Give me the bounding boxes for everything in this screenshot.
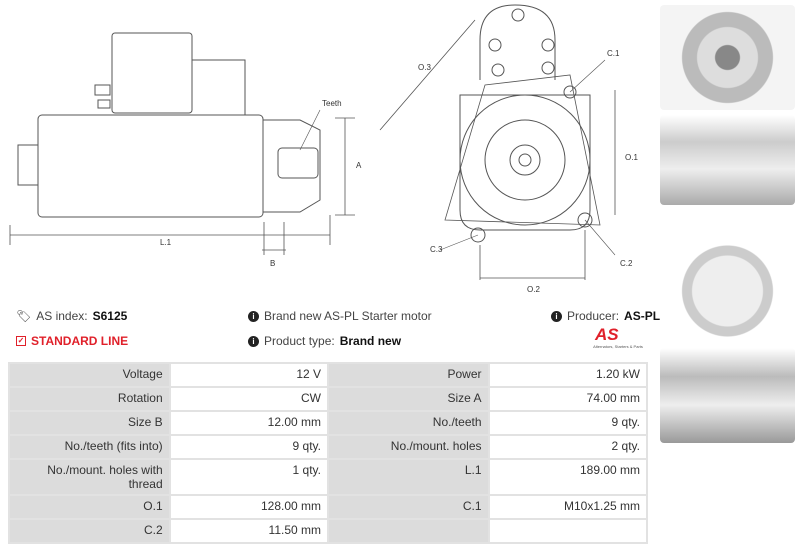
spec-value: 12 V	[168, 362, 330, 388]
spec-value	[487, 518, 648, 544]
front-view-drawing: O.3 O.1 O.2 C.1 C.2 C.3	[379, 4, 638, 294]
motor-body	[37, 114, 264, 218]
spec-label: Power	[327, 362, 490, 388]
product-type: i Product type: Brand new	[248, 334, 401, 348]
dim-l1-label: L.1	[160, 238, 172, 247]
spec-label: C.2	[8, 518, 171, 544]
spec-label: No./teeth (fits into)	[8, 434, 171, 460]
spec-label: Size B	[8, 410, 171, 436]
producer-value: AS-PL	[624, 309, 661, 323]
spec-value: 189.00 mm	[487, 458, 648, 496]
spec-value: 9 qty.	[487, 410, 648, 436]
side-view-drawing: Teeth A B L.1	[9, 32, 362, 268]
checkbox-icon: ✓	[16, 336, 26, 346]
spec-value: 11.50 mm	[168, 518, 330, 544]
product-photo-angle[interactable]	[660, 348, 795, 443]
info-icon: i	[248, 310, 259, 322]
spec-label: No./mount. holes with thread	[8, 458, 171, 496]
product-type-label: Product type:	[264, 334, 335, 348]
dim-c1-label: C.1	[607, 49, 620, 58]
spec-value: 128.00 mm	[168, 494, 330, 520]
teeth-label: Teeth	[322, 99, 342, 108]
info-icon: i	[248, 335, 259, 347]
spec-value: 1 qty.	[168, 458, 330, 496]
dim-o3-label: O.3	[418, 63, 431, 72]
dim-c2-label: C.2	[620, 259, 633, 268]
standard-line-badge: ✓ STANDARD LINE	[16, 334, 128, 348]
spec-value: 1.20 kW	[487, 362, 648, 388]
producer-label: Producer:	[567, 309, 620, 323]
producer: i Producer: AS-PL	[551, 309, 660, 323]
product-photo-front[interactable]	[660, 5, 795, 110]
solenoid	[111, 32, 193, 114]
spec-value: 2 qty.	[487, 434, 648, 460]
as-pl-logo: AS Alternators, Starters & Parts	[585, 325, 651, 350]
dim-o1-label: O.1	[625, 153, 638, 162]
spec-value: 9 qty.	[168, 434, 330, 460]
info-icon: i	[551, 310, 562, 322]
spec-label: Size A	[327, 386, 490, 412]
spec-value: 74.00 mm	[487, 386, 648, 412]
as-index-label: AS index:	[36, 309, 88, 323]
spec-label: L.1	[327, 458, 490, 496]
as-index-value: S6125	[92, 309, 128, 323]
dim-c3-label: C.3	[430, 245, 443, 254]
spec-value: 12.00 mm	[168, 410, 330, 436]
dim-b-label: B	[270, 259, 275, 268]
description-text: Brand new AS-PL Starter motor	[264, 309, 432, 323]
as-index: 🏷 AS index: S6125	[16, 309, 127, 323]
logo-mark: AS	[595, 325, 619, 344]
dim-a-label: A	[356, 161, 362, 170]
spec-label: No./teeth	[327, 410, 490, 436]
spec-label: C.1	[327, 494, 490, 520]
product-photo-side[interactable]	[660, 115, 795, 205]
tag-icon: 🏷	[16, 309, 32, 323]
spec-label	[327, 518, 490, 544]
dim-o2-label: O.2	[527, 285, 540, 294]
line-label: STANDARD LINE	[31, 334, 129, 348]
spec-label: Voltage	[8, 362, 171, 388]
spec-value: CW	[168, 386, 330, 412]
spec-row: No./teeth (fits into)9 qty.No./mount. ho…	[8, 434, 648, 460]
spec-label: O.1	[8, 494, 171, 520]
spec-value: M10x1.25 mm	[487, 494, 648, 520]
logo-tagline: Alternators, Starters & Parts	[593, 344, 643, 349]
product-type-value: Brand new	[339, 334, 402, 348]
spec-label: Rotation	[8, 386, 171, 412]
product-photo-rear[interactable]	[660, 210, 795, 345]
description: i Brand new AS-PL Starter motor	[248, 309, 432, 323]
spec-label: No./mount. holes	[327, 434, 490, 460]
